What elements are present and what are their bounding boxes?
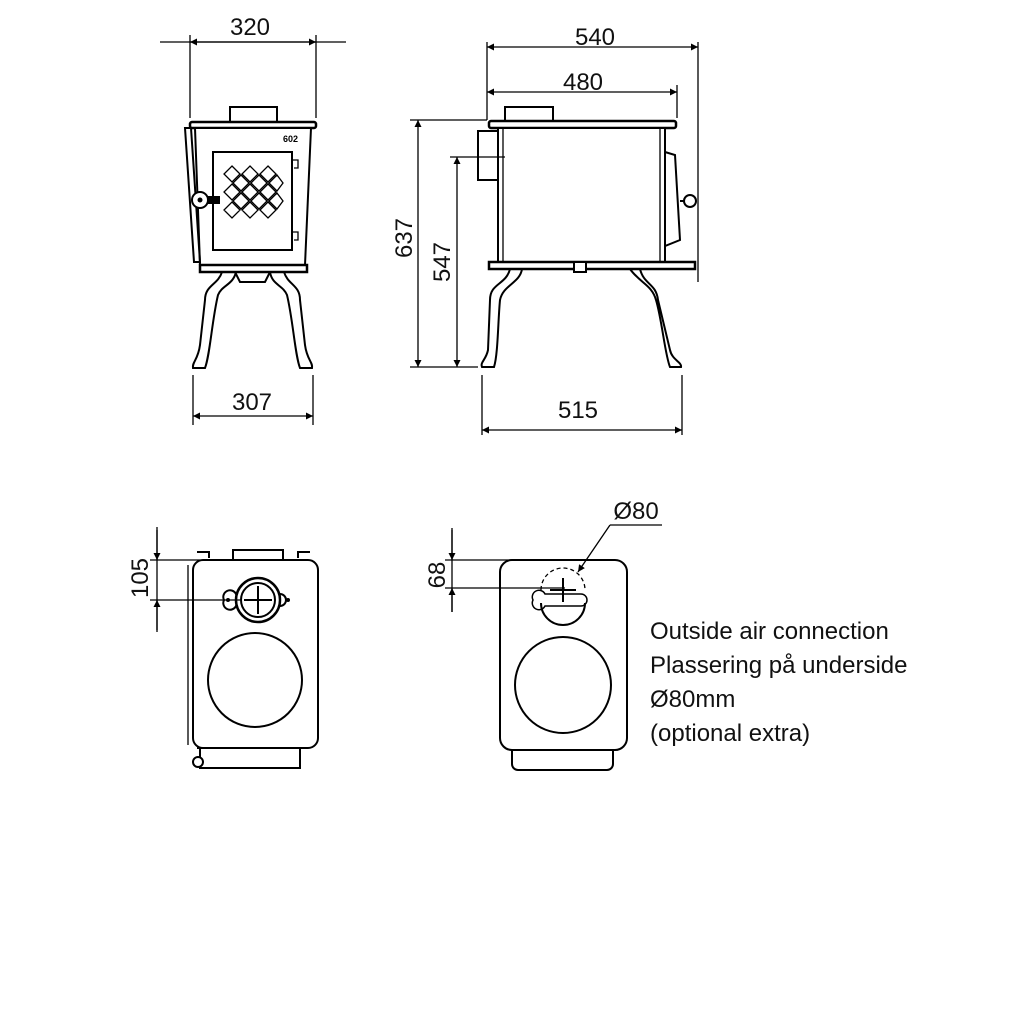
note-line: Plassering på underside (650, 652, 908, 679)
outside-air-note: Outside air connection Plassering på und… (650, 618, 908, 747)
dim-flue-height: 547 (429, 242, 456, 282)
dim-air-offset: 68 (424, 562, 451, 589)
dim-total-height: 637 (391, 218, 418, 258)
front-view: 320 602 307 (160, 14, 346, 425)
dim-side-legs: 515 (558, 397, 598, 424)
door-knob-icon (683, 194, 697, 208)
door-grille (223, 165, 284, 219)
dim-air-diameter: Ø80 (613, 498, 658, 525)
dim-flue-offset: 105 (127, 558, 154, 598)
top-view-flue: 105 (127, 527, 319, 769)
dim-front-legs: 307 (232, 389, 272, 416)
side-view: 540 480 637 547 515 (391, 24, 699, 435)
note-line: (optional extra) (650, 720, 810, 747)
dim-side-body: 480 (563, 69, 603, 96)
dim-front-width: 320 (230, 14, 270, 41)
model-badge: 602 (283, 134, 298, 144)
note-line: Ø80mm (650, 686, 735, 713)
note-line: Outside air connection (650, 618, 889, 645)
underside-view-air: 68 Ø80 (424, 498, 662, 771)
dim-side-depth: 540 (575, 24, 615, 51)
